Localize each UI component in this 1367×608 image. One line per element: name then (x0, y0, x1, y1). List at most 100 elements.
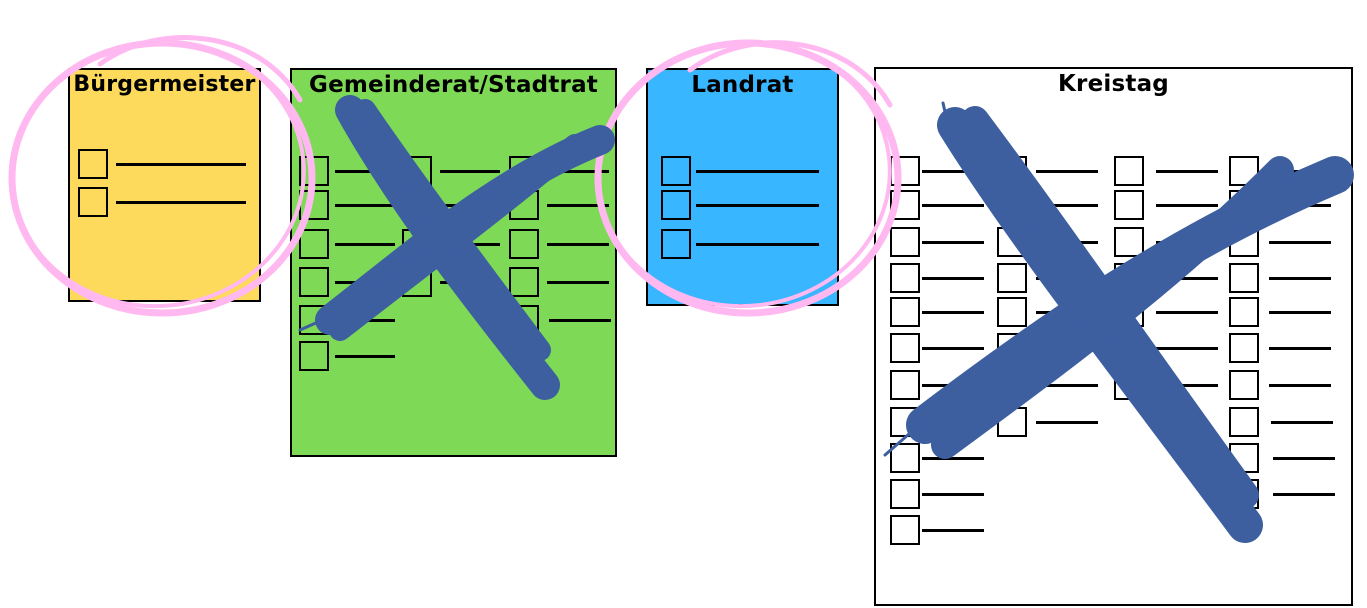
checkbox[interactable] (890, 333, 920, 363)
checkbox[interactable] (890, 407, 920, 437)
checkbox[interactable] (890, 515, 920, 545)
checkbox[interactable] (402, 267, 432, 297)
checkbox[interactable] (509, 190, 539, 220)
checkbox[interactable] (1114, 190, 1144, 220)
checkbox[interactable] (890, 443, 920, 473)
card-title-landrat: Landrat (691, 72, 794, 98)
checkbox[interactable] (299, 229, 329, 259)
checkbox[interactable] (1229, 156, 1259, 186)
checkbox[interactable] (1114, 333, 1144, 363)
checkbox[interactable] (890, 370, 920, 400)
name-line (1156, 241, 1218, 244)
checkbox[interactable] (1229, 297, 1259, 327)
checkbox[interactable] (997, 333, 1027, 363)
name-line (922, 170, 984, 173)
name-line (1156, 170, 1218, 173)
name-line (1036, 277, 1098, 280)
checkbox[interactable] (402, 190, 432, 220)
checkbox[interactable] (299, 267, 329, 297)
checkbox[interactable] (1114, 370, 1144, 400)
name-line (1269, 384, 1331, 387)
card-title-buergermeister: Bürgermeister (73, 72, 256, 97)
name-line (547, 281, 609, 284)
checkbox[interactable] (402, 229, 432, 259)
name-line (1156, 384, 1218, 387)
checkbox[interactable] (299, 305, 329, 335)
checkbox[interactable] (509, 305, 539, 335)
checkbox[interactable] (997, 407, 1027, 437)
checkbox[interactable] (1229, 443, 1259, 473)
checkbox[interactable] (890, 227, 920, 257)
name-line (696, 243, 819, 246)
name-line (922, 421, 984, 424)
checkbox[interactable] (1229, 190, 1259, 220)
checkbox[interactable] (997, 190, 1027, 220)
checkbox[interactable] (890, 263, 920, 293)
checkbox[interactable] (1229, 333, 1259, 363)
name-line (1036, 170, 1098, 173)
name-line (696, 204, 819, 207)
name-line (922, 311, 984, 314)
checkbox[interactable] (1114, 263, 1144, 293)
checkbox[interactable] (661, 156, 691, 186)
ballot-card-buergermeister: Bürgermeister (68, 68, 261, 302)
checkbox[interactable] (1229, 263, 1259, 293)
name-line (1156, 347, 1218, 350)
name-line (696, 170, 819, 173)
checkbox[interactable] (997, 227, 1027, 257)
checkbox[interactable] (1229, 407, 1259, 437)
name-line (1269, 277, 1331, 280)
checkbox[interactable] (661, 229, 691, 259)
checkbox[interactable] (890, 190, 920, 220)
name-line (1273, 457, 1335, 460)
checkbox[interactable] (1114, 297, 1144, 327)
name-line (335, 281, 395, 284)
name-line (922, 529, 984, 532)
checkbox[interactable] (509, 229, 539, 259)
checkbox[interactable] (299, 341, 329, 371)
name-line (547, 170, 609, 173)
name-line (440, 170, 500, 173)
name-line (335, 355, 395, 358)
checkbox[interactable] (997, 263, 1027, 293)
checkbox[interactable] (1114, 156, 1144, 186)
checkbox[interactable] (509, 267, 539, 297)
card-title-kreistag: Kreistag (1058, 71, 1169, 97)
ballot-card-kreistag: Kreistag (874, 67, 1353, 606)
checkbox[interactable] (890, 156, 920, 186)
checkbox[interactable] (997, 297, 1027, 327)
checkbox[interactable] (1114, 227, 1144, 257)
name-line (1269, 241, 1331, 244)
checkbox[interactable] (509, 156, 539, 186)
checkbox[interactable] (78, 149, 108, 179)
name-line (922, 204, 984, 207)
ballot-card-landrat: Landrat (646, 68, 839, 306)
name-line (1036, 241, 1098, 244)
checkbox[interactable] (997, 370, 1027, 400)
checkbox[interactable] (78, 187, 108, 217)
name-line (1156, 204, 1218, 207)
name-line (116, 163, 246, 166)
checkbox[interactable] (890, 297, 920, 327)
name-line (440, 281, 500, 284)
checkbox[interactable] (1229, 370, 1259, 400)
checkbox[interactable] (299, 190, 329, 220)
name-line (1269, 170, 1331, 173)
name-line (547, 204, 609, 207)
name-line (1036, 347, 1098, 350)
name-line (922, 241, 984, 244)
checkbox[interactable] (890, 479, 920, 509)
name-line (1269, 347, 1331, 350)
name-line (335, 204, 395, 207)
checkbox[interactable] (1229, 227, 1259, 257)
checkbox[interactable] (997, 156, 1027, 186)
name-line (1156, 277, 1218, 280)
name-line (1271, 421, 1333, 424)
checkbox[interactable] (661, 190, 691, 220)
checkbox[interactable] (1229, 479, 1259, 509)
name-line (1269, 204, 1331, 207)
name-line (1036, 204, 1098, 207)
checkbox[interactable] (299, 156, 329, 186)
checkbox[interactable] (402, 156, 432, 186)
name-line (922, 493, 984, 496)
